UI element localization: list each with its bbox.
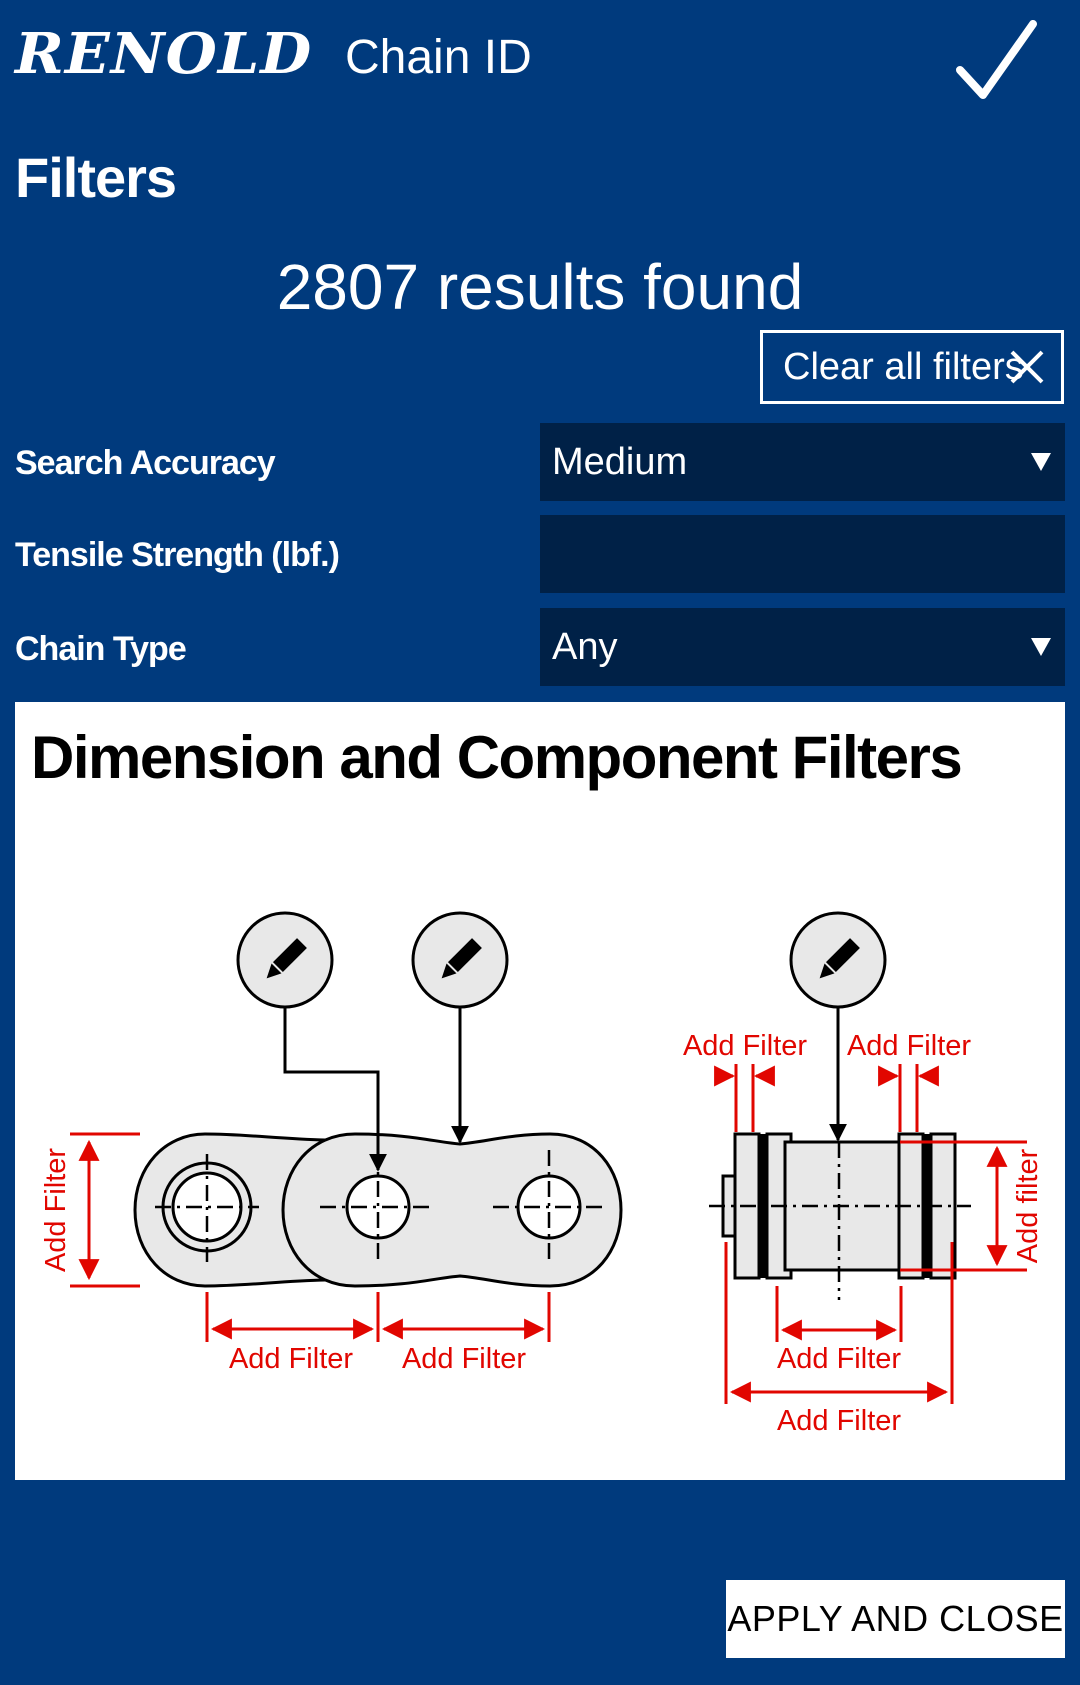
add-filter-plate-thickness-right[interactable]: Add Filter [847,1030,971,1062]
pencil-button-plate[interactable] [411,911,509,1009]
tensile-strength-input[interactable] [540,515,1065,593]
confirm-button[interactable] [945,10,1045,110]
search-accuracy-label: Search Accuracy [15,444,276,482]
search-accuracy-value: Medium [552,441,688,483]
add-filter-plate-thickness-left[interactable]: Add Filter [683,1030,807,1062]
chain-side-view: Add Filter Add Filter Add Filter [40,911,623,1375]
chain-section-view: Add Filter Add Filter Add filter Add Fil… [683,911,1044,1437]
check-icon [956,20,1037,99]
dimension-component-panel: Dimension and Component Filters [15,702,1065,1480]
tensile-strength-label: Tensile Strength (lbf.) [15,536,340,574]
renold-logo: RENOLD [15,21,313,87]
page-title: Filters [15,146,177,209]
apply-and-close-button[interactable]: APPLY AND CLOSE [726,1580,1065,1658]
add-filter-inner-width[interactable]: Add Filter [777,1343,901,1375]
add-filter-plate-height[interactable]: Add Filter [40,1148,72,1272]
add-filter-pitch-left[interactable]: Add Filter [229,1343,353,1375]
chain-type-select[interactable]: Any [540,608,1065,686]
panel-title: Dimension and Component Filters [31,724,963,791]
close-icon [1010,350,1044,384]
add-filter-pitch-right[interactable]: Add Filter [402,1343,526,1375]
app-title: Chain ID [345,31,532,84]
search-accuracy-select[interactable]: Medium [540,423,1065,501]
tensile-strength-field[interactable] [540,515,1065,593]
app-bar: RENOLD Chain ID [0,0,1080,120]
pencil-button-pin[interactable] [236,911,334,1009]
clear-all-filters-button[interactable]: Clear all filters [760,330,1064,404]
chain-type-value: Any [552,626,618,668]
results-count: 2807 results found [276,251,804,323]
chain-diagram: Add Filter Add Filter Add Filter [40,911,1044,1437]
dropdown-arrow-icon [1031,638,1051,656]
pencil-button-roller[interactable] [789,911,887,1009]
add-filter-overall-width[interactable]: Add Filter [777,1405,901,1437]
chain-type-label: Chain Type [15,630,187,668]
dropdown-arrow-icon [1031,453,1051,471]
clear-all-filters-label: Clear all filters [783,346,1024,388]
add-filter-roller-diameter[interactable]: Add filter [1012,1148,1044,1263]
